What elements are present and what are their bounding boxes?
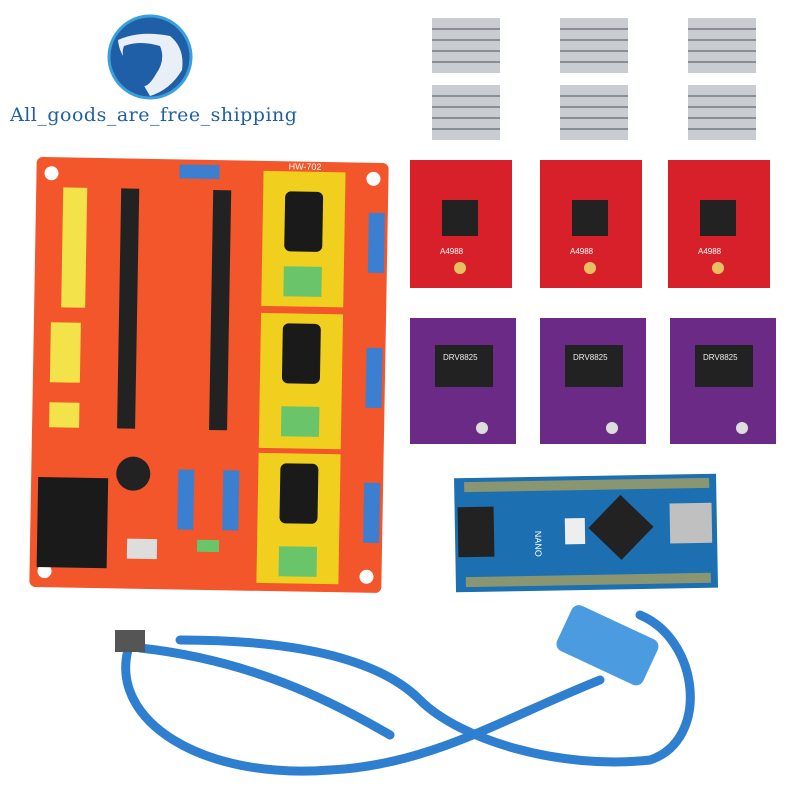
nano-label: NANO <box>533 531 543 557</box>
heatsink <box>560 18 628 73</box>
heatsink <box>688 85 756 140</box>
a4988-label: A4988 <box>440 247 464 256</box>
logo-text: All_goods_are_free_shipping <box>10 104 298 126</box>
globe-logo <box>107 14 193 100</box>
a4988-driver-board: A4988 <box>410 160 512 288</box>
drv8825-label: DRV8825 <box>443 353 478 362</box>
usb-cable <box>121 610 695 776</box>
drv8825-label: DRV8825 <box>703 353 738 362</box>
heatsink <box>432 18 500 73</box>
mini-usb-plug <box>115 630 145 652</box>
heatsink <box>432 85 500 140</box>
a4988-driver-board: A4988 <box>668 160 770 288</box>
drv8825-driver-board: DRV8825 <box>670 318 776 444</box>
drv8825-driver-board: DRV8825 <box>540 318 646 444</box>
heatsinks <box>432 18 756 140</box>
a4988-driver-board: A4988 <box>540 160 642 288</box>
a4988-label: A4988 <box>570 247 594 256</box>
heatsink <box>688 18 756 73</box>
heatsink <box>560 85 628 140</box>
a4988-label: A4988 <box>698 247 722 256</box>
usb-a-plug <box>556 605 659 686</box>
shield-label: HW-702 <box>289 161 322 172</box>
drv8825-driver-board: DRV8825 <box>410 318 516 444</box>
cnc-shield-board: HW-702 <box>29 157 389 593</box>
drv8825-label: DRV8825 <box>573 353 608 362</box>
nano-board: NANO <box>454 473 718 593</box>
